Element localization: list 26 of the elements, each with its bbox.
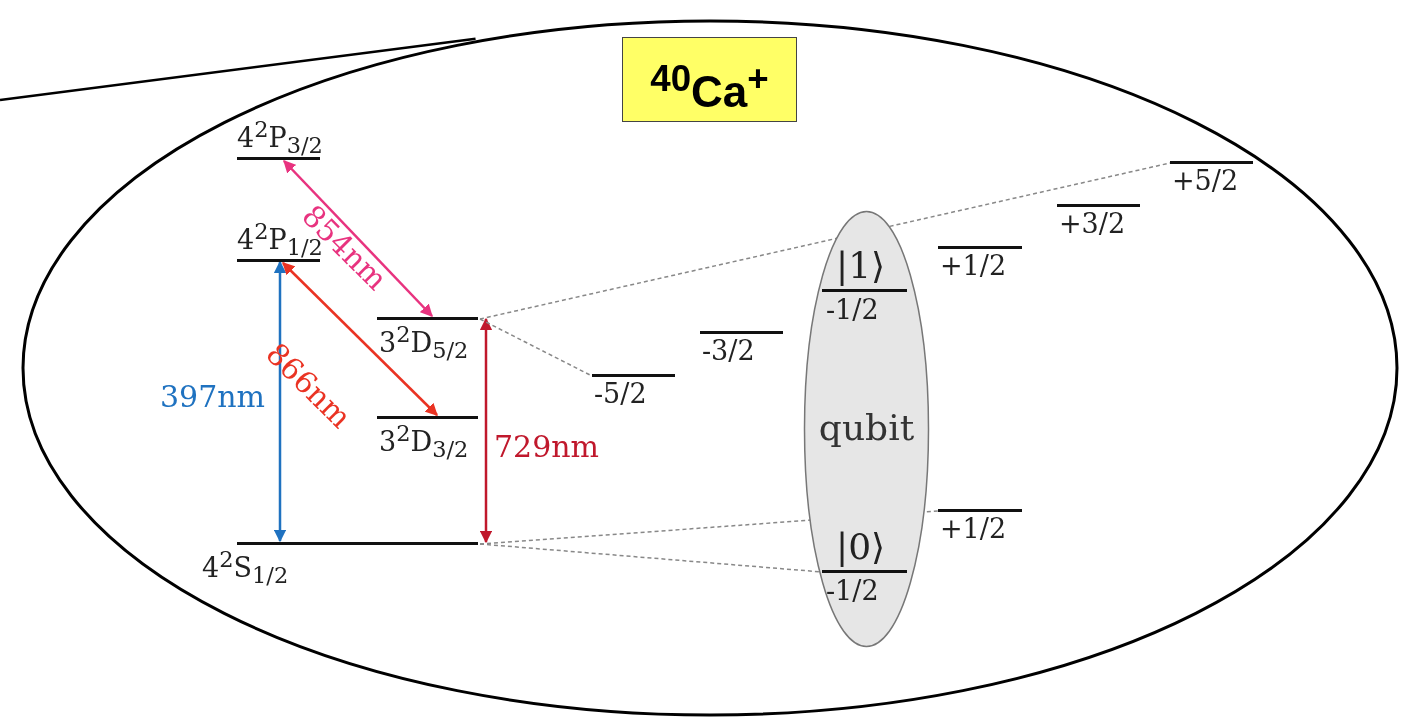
dashed-line	[479, 318, 593, 377]
level-label: +1/2	[940, 515, 1007, 542]
qubit-label: qubit	[817, 407, 916, 448]
level-label: 3$^{2}$D$_{3/2}$	[379, 422, 469, 461]
level-label: -3/2	[702, 337, 755, 364]
level-label: -5/2	[594, 380, 647, 407]
double-arrow	[479, 317, 493, 544]
level-label: 3$^{2}$D$_{5/2}$	[379, 323, 469, 362]
edge-label: 397nm	[160, 382, 266, 412]
state-label: |1⟩	[836, 248, 886, 284]
ion-title-box: $^{40}$Ca$^{+}$	[622, 37, 797, 122]
level-label: 4$^{2}$P$_{3/2}$	[237, 118, 323, 157]
state-label: |0⟩	[836, 529, 886, 565]
double-arrow	[282, 262, 438, 416]
callout-line	[0, 37, 476, 102]
level-label: +1/2	[940, 252, 1007, 279]
level-label: -1/2	[826, 577, 879, 604]
magnified-ellipse	[20, 18, 1400, 718]
edge-label: 729nm	[494, 432, 600, 462]
level-label: -1/2	[826, 296, 879, 323]
level-label: +3/2	[1059, 210, 1126, 237]
double-arrow	[273, 260, 287, 543]
level-label: +5/2	[1172, 167, 1239, 194]
double-arrow	[283, 160, 433, 317]
level-label: 4$^{2}$S$_{1/2}$	[202, 548, 289, 587]
qubit-ellipse	[803, 210, 930, 648]
